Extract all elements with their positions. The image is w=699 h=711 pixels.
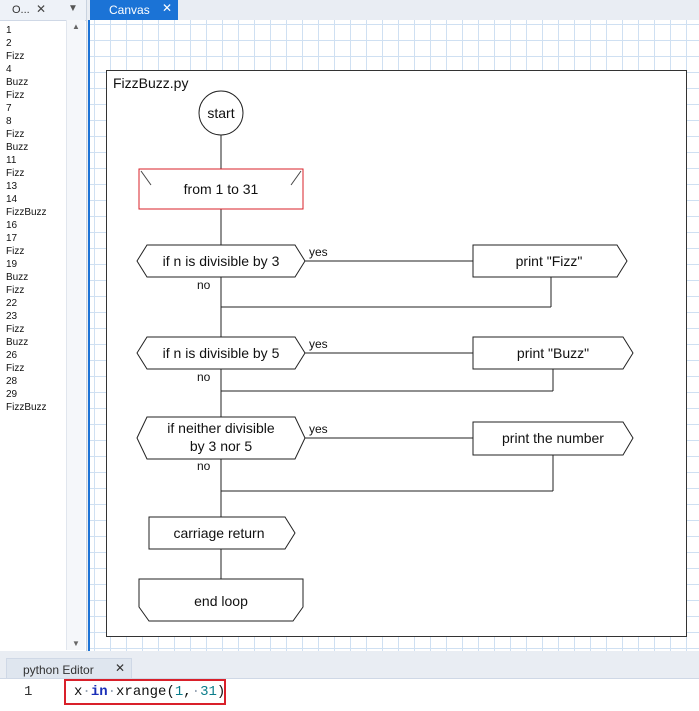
end-loop-label: end loop bbox=[194, 593, 248, 609]
carriage-return-label: carriage return bbox=[173, 525, 264, 541]
output-line: 28 bbox=[6, 376, 18, 387]
print-number-label: print the number bbox=[502, 430, 604, 446]
condition-divisible-by-3[interactable] bbox=[136, 244, 306, 278]
line-number: 1 bbox=[24, 684, 33, 700]
output-line: Buzz bbox=[6, 77, 29, 88]
output-scrollbar[interactable]: ▲ ▼ bbox=[66, 20, 85, 650]
output-line: 14 bbox=[6, 194, 18, 205]
output-line: 8 bbox=[6, 116, 12, 127]
scroll-up-arrow-icon[interactable]: ▲ bbox=[72, 22, 80, 31]
close-icon[interactable]: ✕ bbox=[162, 1, 173, 15]
print-buzz-label: print "Buzz" bbox=[517, 345, 589, 361]
output-header: O... ✕ ▼ bbox=[0, 0, 86, 21]
start-node[interactable] bbox=[198, 90, 244, 136]
output-line: 7 bbox=[6, 103, 12, 114]
flowchart-title: FizzBuzz.py bbox=[113, 75, 188, 91]
output-line: Fizz bbox=[6, 285, 25, 296]
condition-3-yes-label: yes bbox=[309, 422, 328, 436]
output-line: Buzz bbox=[6, 337, 29, 348]
tab-python-editor-label: python Editor bbox=[23, 663, 94, 677]
print-buzz-node[interactable] bbox=[472, 336, 634, 370]
end-loop-node[interactable] bbox=[138, 578, 304, 622]
tab-python-editor[interactable]: python Editor ✕ bbox=[6, 658, 132, 679]
output-line: 13 bbox=[6, 181, 18, 192]
chevron-down-icon[interactable]: ▼ bbox=[68, 3, 78, 14]
output-line: Fizz bbox=[6, 90, 25, 101]
code-highlight-box bbox=[64, 679, 226, 705]
output-line: Fizz bbox=[6, 129, 25, 140]
output-line: 4 bbox=[6, 64, 12, 75]
code-token-var: x bbox=[74, 684, 83, 700]
print-number-node[interactable] bbox=[472, 421, 634, 456]
output-line: 26 bbox=[6, 350, 18, 361]
output-line: 29 bbox=[6, 389, 18, 400]
output-line: 16 bbox=[6, 220, 18, 231]
output-line: 22 bbox=[6, 298, 18, 309]
flowchart: FizzBuzz.py start bbox=[113, 75, 634, 622]
output-line: Buzz bbox=[6, 272, 29, 283]
carriage-return-node[interactable] bbox=[148, 516, 296, 550]
output-line: Fizz bbox=[6, 51, 25, 62]
output-line: Fizz bbox=[6, 324, 25, 335]
flowchart-frame: FizzBuzz.py start bbox=[106, 70, 687, 637]
print-fizz-label: print "Fizz" bbox=[516, 253, 583, 269]
code-token-end: 31 bbox=[200, 684, 217, 700]
code-token-keyword: in bbox=[90, 684, 108, 700]
code-token-close: ) bbox=[216, 684, 226, 700]
scroll-down-arrow-icon[interactable]: ▼ bbox=[72, 639, 80, 648]
tab-canvas-label: Canvas bbox=[109, 3, 150, 17]
condition-2-no-label: no bbox=[197, 370, 211, 384]
output-line: Fizz bbox=[6, 168, 25, 179]
code-editor[interactable]: 1 x·in·xrange(1,·31) bbox=[0, 678, 699, 711]
output-line: 23 bbox=[6, 311, 18, 322]
code-token-function: xrange( bbox=[116, 684, 175, 700]
flow-connectors bbox=[220, 135, 554, 579]
output-line: 11 bbox=[6, 155, 17, 166]
loop-header-label: from 1 to 31 bbox=[184, 181, 259, 197]
condition-3-label-line1: if neither divisible bbox=[167, 420, 275, 436]
condition-1-no-label: no bbox=[197, 278, 211, 292]
output-line: Buzz bbox=[6, 142, 29, 153]
output-line: FizzBuzz bbox=[6, 207, 47, 218]
code-token-comma: , bbox=[183, 684, 192, 700]
condition-1-label: if n is divisible by 3 bbox=[163, 253, 280, 269]
condition-2-label: if n is divisible by 5 bbox=[163, 345, 280, 361]
output-line: 1 bbox=[6, 25, 12, 36]
close-icon[interactable]: ✕ bbox=[36, 2, 47, 16]
condition-2-yes-label: yes bbox=[309, 337, 328, 351]
tab-canvas[interactable]: Canvas ✕ bbox=[90, 0, 178, 20]
output-line: Fizz bbox=[6, 363, 25, 374]
canvas-tabbar: Canvas ✕ bbox=[88, 0, 699, 20]
print-fizz-node[interactable] bbox=[472, 244, 628, 278]
canvas-area[interactable]: FizzBuzz.py start bbox=[88, 20, 699, 651]
output-line: 19 bbox=[6, 259, 18, 270]
condition-divisible-by-5[interactable] bbox=[136, 336, 306, 370]
output-line: FizzBuzz bbox=[6, 402, 47, 413]
code-token-start: 1 bbox=[174, 684, 184, 700]
output-panel-title[interactable]: O... bbox=[12, 4, 30, 16]
close-icon[interactable]: ✕ bbox=[115, 661, 126, 675]
start-label: start bbox=[207, 105, 234, 121]
output-line: 2 bbox=[6, 38, 12, 49]
condition-3-label-line2: by 3 nor 5 bbox=[190, 438, 252, 454]
loop-header-node[interactable] bbox=[138, 168, 304, 210]
condition-1-yes-label: yes bbox=[309, 245, 328, 259]
condition-3-no-label: no bbox=[197, 459, 211, 473]
editor-tabbar: python Editor ✕ bbox=[0, 656, 699, 679]
condition-neither[interactable] bbox=[136, 416, 306, 460]
code-line[interactable]: x·in·xrange(1,·31) bbox=[74, 684, 226, 700]
output-line: 17 bbox=[6, 233, 18, 244]
output-line: Fizz bbox=[6, 246, 25, 257]
